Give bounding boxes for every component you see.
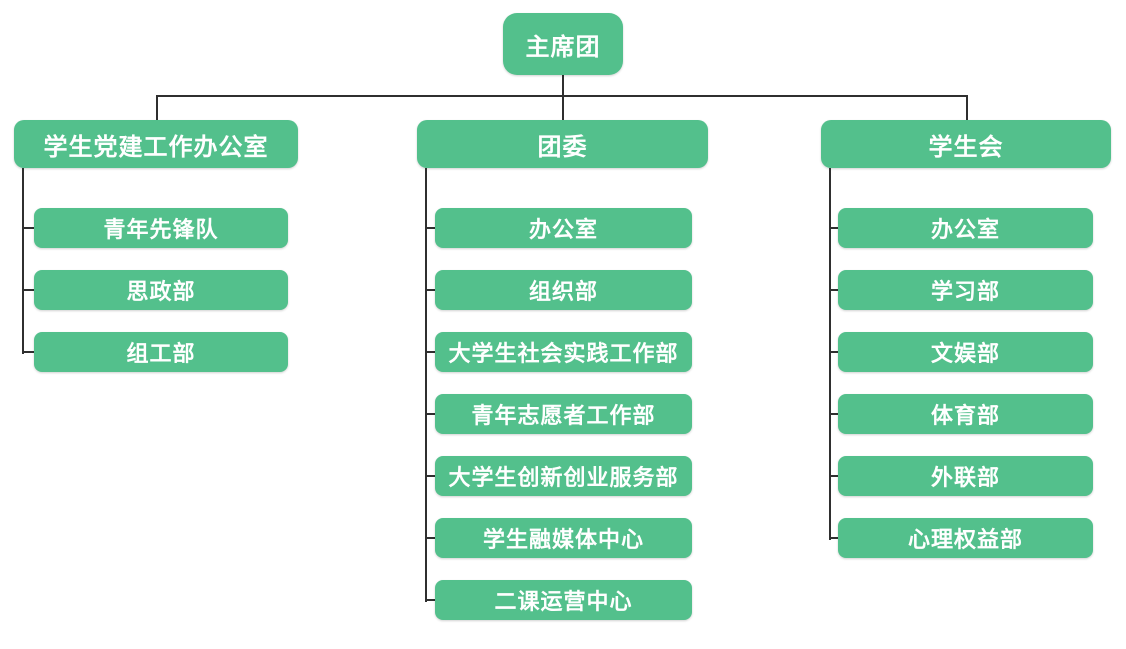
dept-node: 学习部: [838, 270, 1093, 310]
child-stub-line: [22, 351, 34, 353]
dept-node: 组工部: [34, 332, 288, 372]
dept-node: 办公室: [838, 208, 1093, 248]
dept-node: 青年先锋队: [34, 208, 288, 248]
child-stub-line: [425, 289, 435, 291]
dept-node: 体育部: [838, 394, 1093, 434]
child-stub-line: [829, 227, 838, 229]
dept-node: 外联部: [838, 456, 1093, 496]
branch-drop-line: [561, 95, 564, 120]
dept-node: 组织部: [435, 270, 692, 310]
child-stub-line: [425, 227, 435, 229]
child-stub-line: [425, 413, 435, 415]
child-stub-line: [829, 537, 838, 539]
child-stub-line: [425, 351, 435, 353]
child-stub-line: [22, 289, 34, 291]
child-stub-line: [425, 475, 435, 477]
child-stub-line: [425, 537, 435, 539]
branch-trunk-line: [829, 168, 831, 540]
dept-node: 办公室: [435, 208, 692, 248]
root-node: 主席团: [503, 13, 623, 75]
branch-node: 学生党建工作办公室: [14, 120, 298, 168]
dept-node: 二课运营中心: [435, 580, 692, 620]
branch-trunk-line: [22, 168, 24, 354]
dept-node: 大学生创新创业服务部: [435, 456, 692, 496]
dept-node: 学生融媒体中心: [435, 518, 692, 558]
child-stub-line: [829, 413, 838, 415]
dept-node: 思政部: [34, 270, 288, 310]
dept-node: 青年志愿者工作部: [435, 394, 692, 434]
branch-node: 团委: [417, 120, 708, 168]
dept-node: 心理权益部: [838, 518, 1093, 558]
branch-trunk-line: [425, 168, 427, 602]
branch-drop-line: [156, 95, 158, 120]
branch-node: 学生会: [821, 120, 1111, 168]
root-stem-line: [562, 75, 564, 97]
branch-drop-line: [966, 95, 968, 120]
child-stub-line: [829, 475, 838, 477]
dept-node: 大学生社会实践工作部: [435, 332, 692, 372]
child-stub-line: [829, 351, 838, 353]
dept-node: 文娱部: [838, 332, 1093, 372]
child-stub-line: [829, 289, 838, 291]
child-stub-line: [22, 227, 34, 229]
child-stub-line: [425, 599, 435, 601]
